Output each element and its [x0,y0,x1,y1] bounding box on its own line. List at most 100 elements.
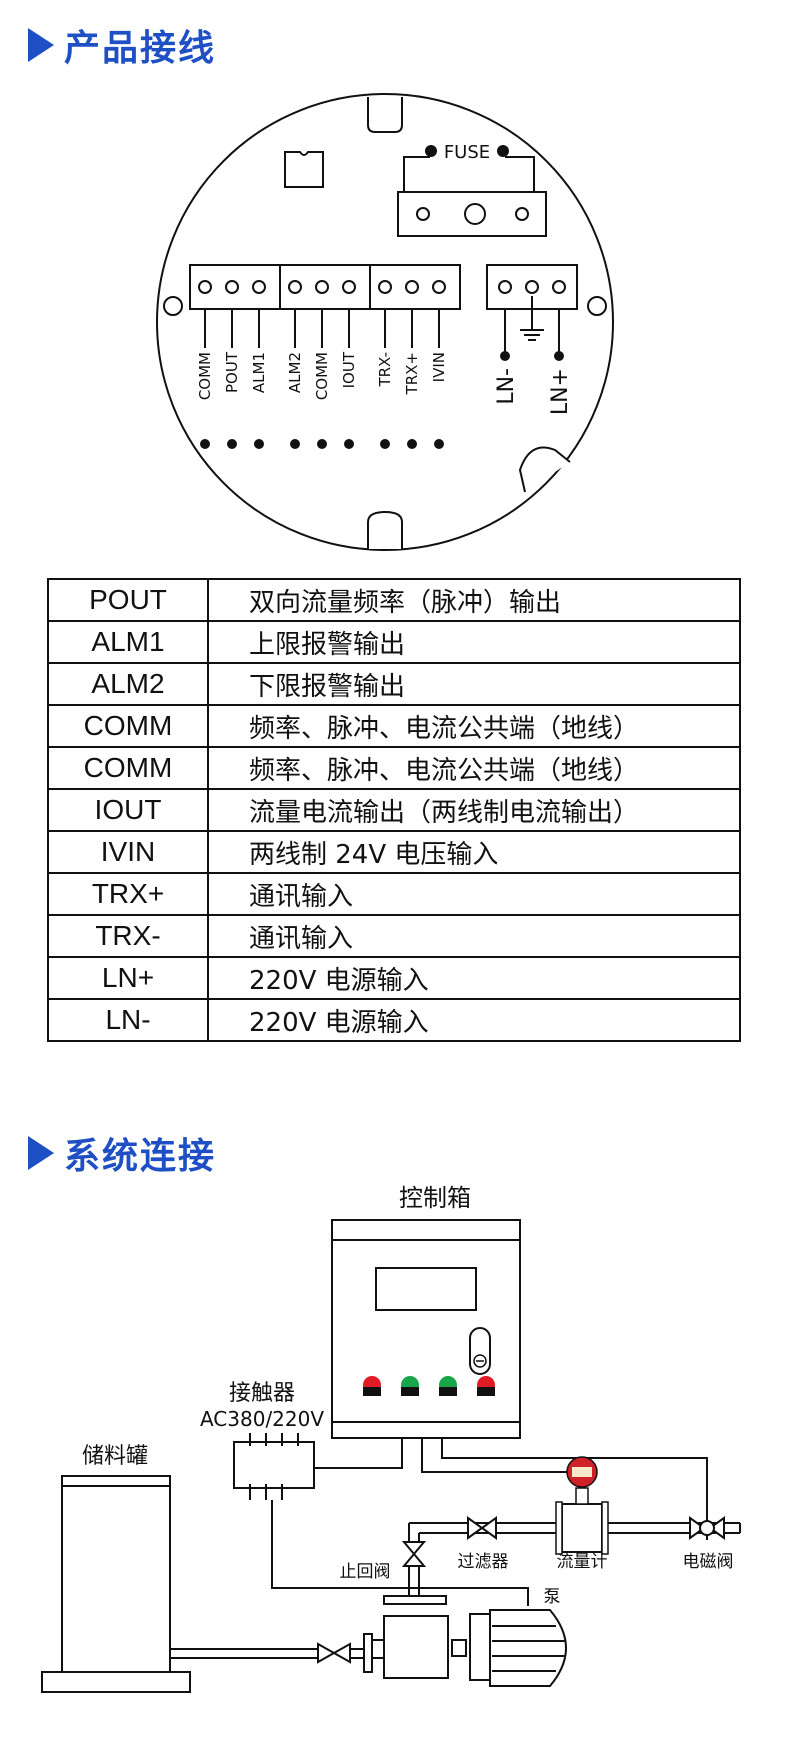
terminal-code-cell: ALM2 [47,662,209,706]
terminal-screw [225,280,239,294]
terminal-label: TRX- [376,352,394,388]
control-box [331,1219,521,1439]
terminal-pin [434,439,444,449]
terminal-code-cell: TRX- [47,914,209,958]
terminal-description-cell: 流量电流输出（两线制电流输出） [207,788,741,832]
terminal-pin [227,439,237,449]
terminal-code-cell: LN- [47,998,209,1042]
control-knob [469,1327,491,1375]
terminal-description-cell: 频率、脉冲、电流公共端（地线） [207,704,741,748]
terminal-label: ALM2 [286,352,304,393]
contactor-spec-label: AC380/220V [200,1407,324,1431]
terminal-screw [198,280,212,294]
table-row: TRX-通讯输入 [47,914,741,958]
control-box-label: 控制箱 [399,1184,471,1212]
ground-symbol [520,296,544,341]
terminal-description-cell: 220V 电源输入 [207,956,741,1000]
terminal-label: COMM [196,352,214,400]
terminal-screw [525,280,539,294]
terminal-description-cell: 通讯输入 [207,914,741,958]
terminal-screw [342,280,356,294]
fuse-holder: FUSE [397,142,547,237]
pump-motor [371,1609,567,1687]
section-title-system: 系统连接 [28,1128,216,1178]
triangle-bullet-icon [28,28,54,62]
terminal-pin [317,439,327,449]
terminal-label: POUT [223,351,241,393]
terminal-pin [344,439,354,449]
terminal-code-cell: POUT [47,578,209,622]
terminal-screw [498,280,512,294]
terminal-screw [405,280,419,294]
check-valve-label: 止回阀 [340,1562,391,1582]
solenoid-valve-icon [689,1516,725,1540]
terminal-pin [290,439,300,449]
board-outline [156,93,614,551]
terminal-description-cell: 上限报警输出 [207,620,741,664]
table-row: LN-220V 电源输入 [47,998,741,1042]
board-side-tab [518,446,571,493]
mount-hole-right [587,296,607,316]
mount-hole-left [163,296,183,316]
terminal-screw [252,280,266,294]
terminal-description-cell: 双向流量频率（脉冲）输出 [207,578,741,622]
terminal-screw [315,280,329,294]
terminal-label: IOUT [340,351,358,388]
triangle-bullet-icon [28,1136,54,1170]
suction-valve-icon [317,1633,373,1673]
terminal-code-cell: LN+ [47,956,209,1000]
pump-label: 泵 [544,1587,561,1607]
terminal-label: COMM [313,352,331,400]
indicator-lights [363,1376,495,1396]
section-title-text: 系统连接 [64,1136,217,1177]
board-top-notch [367,97,403,133]
system-connection-diagram: 控制箱 接触器 AC380/220V 储料罐 止回阀 过滤器 流量计 电磁阀 泵 [41,1184,741,1693]
terminal-pin [254,439,264,449]
terminal-code-cell: COMM [47,746,209,790]
terminal-description-cell: 220V 电源输入 [207,998,741,1042]
flowmeter-icon [555,1456,609,1555]
terminal-block-signal [189,264,461,310]
table-row: TRX+通讯输入 [47,872,741,916]
terminal-screw [552,280,566,294]
table-row: LN+220V 电源输入 [47,956,741,1000]
terminal-pin [407,439,417,449]
terminal-description-cell: 两线制 24V 电压输入 [207,830,741,874]
terminal-code-cell: TRX+ [47,872,209,916]
terminal-label: TRX+ [403,352,421,395]
section-title-text: 产品接线 [64,28,217,69]
filter-icon [467,1516,497,1540]
control-display-screen [375,1267,477,1311]
contactor-label: 接触器 [229,1381,295,1406]
board-bottom-notch [367,510,403,549]
terminal-pin [380,439,390,449]
terminal-label: ALM1 [250,352,268,393]
section-title-wiring: 产品接线 [28,20,216,70]
fuse-label: FUSE [444,142,490,163]
terminal-pin [200,439,210,449]
terminal-screw [288,280,302,294]
storage-tank [41,1475,191,1693]
terminal-code-cell: IOUT [47,788,209,832]
contactor [233,1433,315,1500]
suction-pipe [170,1648,318,1659]
power-terminal-label: LN- [494,368,519,405]
chip-component [284,151,324,188]
check-valve-icon [401,1541,427,1567]
terminal-code-cell: ALM1 [47,620,209,664]
flowmeter-label: 流量计 [557,1552,608,1572]
terminal-description-cell: 频率、脉冲、电流公共端（地线） [207,746,741,790]
terminal-label: IVIN [430,352,448,382]
terminal-code-cell: IVIN [47,830,209,874]
power-pin [554,351,564,361]
terminal-code-cell: COMM [47,704,209,748]
terminal-screw [432,280,446,294]
terminal-screw [378,280,392,294]
